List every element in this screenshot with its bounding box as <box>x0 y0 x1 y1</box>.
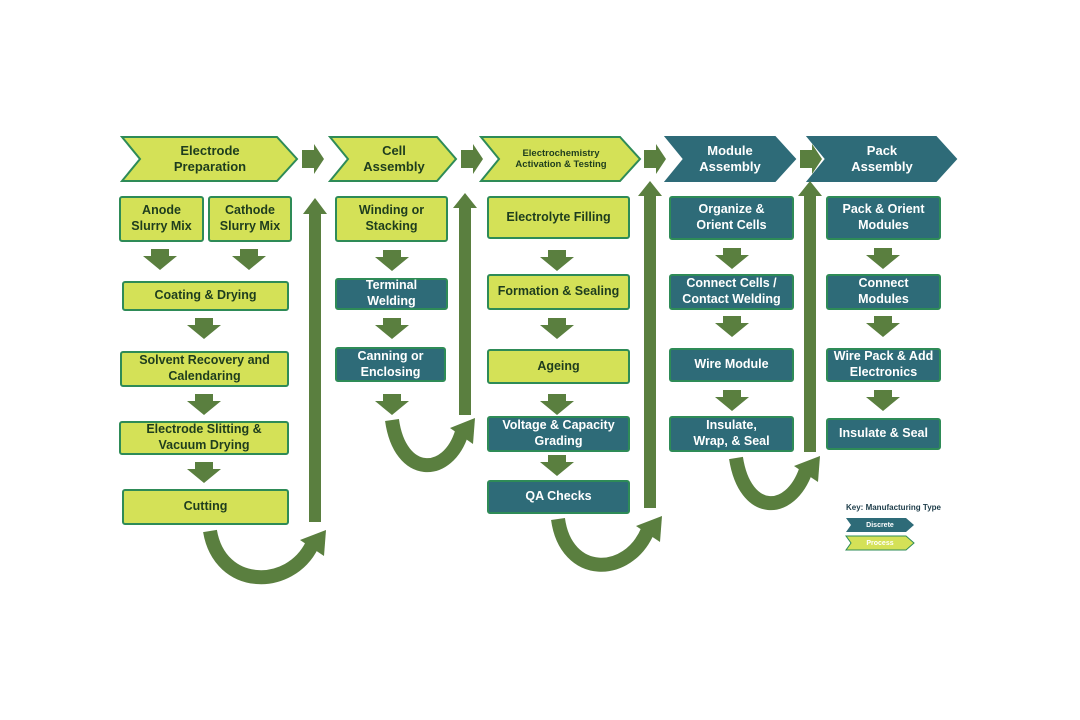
step-connect-modules: Connect Modules <box>826 274 941 310</box>
step-cutting: Cutting <box>122 489 289 525</box>
stage-chevron-cell <box>327 136 458 182</box>
step-electrode-slitting: Electrode Slitting & Vacuum Drying <box>119 421 289 455</box>
down-arrow <box>866 316 900 337</box>
up-arrows <box>303 181 822 522</box>
stage-title-module: Module Assembly <box>699 143 761 174</box>
step-qa-checks: QA Checks <box>487 480 630 514</box>
step-cathode-slurry-mix: Cathode Slurry Mix <box>208 196 292 242</box>
step-wire-pack-electronics: Wire Pack & Add Electronics <box>826 348 941 382</box>
step-anode-slurry-mix: Anode Slurry Mix <box>119 196 204 242</box>
step-coating-drying: Coating & Drying <box>122 281 289 311</box>
curve-arrowheads <box>300 418 820 556</box>
down-arrow <box>540 455 574 476</box>
header-arrow-1 <box>302 144 324 174</box>
step-winding-stacking: Winding or Stacking <box>335 196 448 242</box>
step-canning-enclosing: Canning or Enclosing <box>335 347 446 382</box>
stage-title-pack: Pack Assembly <box>851 143 913 174</box>
step-electrolyte-filling: Electrolyte Filling <box>487 196 630 239</box>
down-arrow <box>540 394 574 415</box>
step-terminal-welding: Terminal Welding <box>335 278 448 310</box>
down-arrow <box>866 390 900 411</box>
down-arrow <box>187 318 221 339</box>
step-voltage-capacity-grading: Voltage & Capacity Grading <box>487 416 630 452</box>
curve-arrow-4 <box>729 456 813 511</box>
step-wire-module: Wire Module <box>669 348 794 382</box>
down-arrow <box>375 250 409 271</box>
header-arrow-3 <box>644 144 666 174</box>
down-arrow <box>715 316 749 337</box>
down-arrows <box>143 248 900 483</box>
curve-arrowhead-4 <box>794 456 820 482</box>
down-arrow <box>232 249 266 270</box>
curve-arrows <box>203 418 813 584</box>
up-arrow-4 <box>798 181 822 452</box>
up-arrow-1 <box>303 198 327 522</box>
step-insulate-wrap-seal: Insulate, Wrap, & Seal <box>669 416 794 452</box>
curve-arrow-3 <box>551 517 655 572</box>
stage-chevron-electrochem <box>478 136 642 182</box>
stage-title-cell: Cell Assembly <box>363 143 425 174</box>
step-formation-sealing: Formation & Sealing <box>487 274 630 310</box>
step-insulate-seal: Insulate & Seal <box>826 418 941 450</box>
down-arrow <box>375 394 409 415</box>
key-discrete-chevron <box>846 518 914 532</box>
curve-arrow-2 <box>385 418 469 473</box>
key-process-chevron <box>845 535 915 551</box>
down-arrow <box>866 248 900 269</box>
key-process-label: Process <box>866 539 894 547</box>
up-arrow-3 <box>638 181 662 508</box>
step-pack-orient-modules: Pack & Orient Modules <box>826 196 941 240</box>
stage-title-electrochem: Electrochemistry Activation & Testing <box>515 147 607 170</box>
down-arrow <box>540 318 574 339</box>
down-arrow <box>187 394 221 415</box>
key-title: Key: Manufacturing Type <box>846 503 941 512</box>
step-connect-cells: Connect Cells / Contact Welding <box>669 274 794 310</box>
header-arrow-4 <box>800 144 822 174</box>
curve-arrow-1 <box>203 529 319 584</box>
step-ageing: Ageing <box>487 349 630 384</box>
down-arrow <box>375 318 409 339</box>
down-arrow <box>187 462 221 483</box>
step-organize-orient-cells: Organize & Orient Cells <box>669 196 794 240</box>
stage-title-electrode: Electrode Preparation <box>173 143 247 174</box>
up-arrow-2 <box>453 193 477 415</box>
header-arrows <box>302 144 822 174</box>
header-arrow-2 <box>461 144 483 174</box>
down-arrow <box>540 250 574 271</box>
down-arrow <box>715 390 749 411</box>
step-solvent-recovery: Solvent Recovery and Calendaring <box>120 351 289 387</box>
down-arrow <box>715 248 749 269</box>
key-discrete-label: Discrete <box>866 521 894 529</box>
stage-chevron-module <box>663 136 797 182</box>
down-arrow <box>143 249 177 270</box>
stage-chevron-electrode <box>119 136 299 182</box>
curve-arrowhead-3 <box>636 516 662 542</box>
stage-chevron-pack <box>805 136 958 182</box>
curve-arrowhead-1 <box>300 530 326 556</box>
curve-arrowhead-2 <box>450 418 475 444</box>
